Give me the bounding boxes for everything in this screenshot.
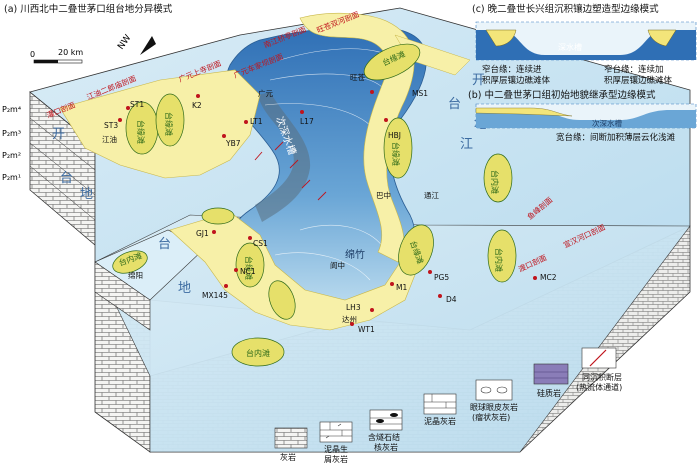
shoal-label-8: 台内滩 [494,248,504,272]
legend-label-nodular-a: 眼球眼皮灰岩 [470,402,518,412]
strata-p2m2: P₂m² [2,151,21,160]
well-mc2: MC2 [540,273,557,282]
well-ms1: MS1 [412,89,428,98]
legend: 灰岩 泥晶生 屑灰岩 含燧石结 核灰岩 泥晶灰岩 眼球眼皮灰岩 (瘤 [274,347,622,464]
well-d4: D4 [446,295,457,304]
well-yb7: YB7 [225,139,241,148]
legend-siliceous: 硅质岩 [533,363,569,398]
legend-label-limestone: 灰岩 [280,452,296,462]
city-guangyuan: 广元 [258,88,273,98]
city-langzhong: 阆中 [330,260,345,270]
legend-label-nodular-b: (瘤状灰岩) [472,412,510,422]
legend-label-chert-a: 含燧石结 [368,432,400,442]
label-kaijiang-1: 开 [472,73,485,88]
shoal-bodies [112,43,517,367]
label-platform-di-2: 地 [178,281,191,296]
scale-distance: 20 km [58,48,83,57]
panel-c-shoal-right [647,29,677,47]
well-l17: L17 [300,117,314,126]
legend-label-micritic-bioclastic-b: 屑灰岩 [324,454,348,464]
panel-b-note: 宽台缘：间断加积薄层云化浅滩 [556,132,676,143]
strata-p2m3: P₂m³ [2,129,21,138]
north-arrow: NW [116,33,156,55]
well-hbj: HBJ [388,131,401,140]
north-label: NW [116,33,133,52]
legend-label-siliceous: 硅质岩 [537,388,561,398]
well-k2: K2 [192,101,202,110]
panel-b-title: (b) 中二叠世茅口组初始地貌继承型边缘模式 [468,89,656,101]
label-platform-tai-2: 台 [158,237,171,252]
panel-c-shoal-left [485,29,517,47]
city-wangcang: 旺苍 [350,72,365,82]
legend-chert-nodule: 含燧石结 核灰岩 [368,409,403,452]
label-platform-tai-1: 台 [448,97,461,112]
well-cs1: CS1 [253,239,268,248]
well-lt1: LT1 [250,117,263,126]
trough-wall-shadow [255,92,311,222]
shoal-label-9: 台内滩 [246,348,270,358]
panel-a-title: (a) 川西北中二叠世茅口组台地分异模式 [4,3,173,15]
panel-c-note-right-a: 窄台缘：连续加 [604,64,664,75]
trough-contours [264,48,396,281]
well-markers: ST1 ST3 K2 LT1 YB7 L17 MS1 HBJ GJ1 CS1 M… [102,72,557,334]
well-nc1: NC1 [240,267,256,276]
city-jiangyou: 江油 [102,134,117,144]
city-bazhong: 巴中 [376,190,391,200]
panel-b-trough: 次深水槽 [592,118,622,128]
well-st1: ST1 [130,100,144,109]
legend-micritic-bioclastic: 泥晶生 屑灰岩 [319,421,353,464]
legend-label-chert-b: 核灰岩 [374,442,398,452]
panel-c-note-left-b: 积厚层镶边礁滩体 [482,75,551,86]
legend-limestone: 灰岩 [274,427,308,462]
shoal-label-2: 台缘滩 [391,142,401,166]
panel-c-note-left-a: 窄台缘：连续进 [482,64,542,75]
city-dazhou: 达州 [342,314,357,324]
label-platform-tai-3: 台 [60,171,73,186]
label-platform-di-3: 地 [80,187,93,202]
legend-label-fault-b: (热流体通道) [576,382,622,392]
well-lh3: LH3 [346,303,361,312]
panel-c-basin [476,30,696,60]
shoal-label-7: 台内滩 [490,170,500,194]
scale-bar: 0 20 km [30,48,83,64]
panel-b: (b) 中二叠世茅口组初始地貌继承型边缘模式 次深水槽 宽台缘：间断加积薄层云化… [468,89,697,143]
well-gj1: GJ1 [196,229,209,238]
lower-step-side [94,261,151,331]
city-mianyang: 绵阳 [128,270,143,280]
legend-label-micrite: 泥晶灰岩 [424,416,456,426]
scale-zero: 0 [30,50,35,59]
panel-c-deep-trough: 深水槽 [558,42,582,52]
legend-micrite: 泥晶灰岩 [423,393,457,426]
legend-label-fault-a: 同沉积断层 [582,372,622,382]
trough-label-mianzhu: 绵竹 [345,248,365,261]
well-st3: ST3 [104,121,118,130]
shoal-label-4: 台缘滩 [136,120,146,144]
north-arrow-icon [140,36,156,55]
well-wt1: WT1 [358,325,375,334]
label-kaijiang-3: 开 [52,127,65,142]
well-mx145: MX145 [202,291,228,300]
panel-c: (c) 晚二叠世长兴组沉积镶边塑造型边缘模式 深水槽 窄台缘：连续进 积厚层镶边… [472,3,697,86]
fault-lines [254,141,327,201]
panel-c-title: (c) 晚二叠世长兴组沉积镶边塑造型边缘模式 [472,3,659,15]
shoal-label-5: 台缘滩 [164,112,174,136]
strata-column: P₂m⁴ P₂m³ P₂m² P₂m¹ [2,105,96,221]
legend-fault: 同沉积断层 (热流体通道) [576,347,622,392]
city-tongjiang: 通江 [424,190,439,200]
legend-nodular: 眼球眼皮灰岩 (瘤状灰岩) [470,379,518,422]
label-kaijiang-2: 江 [460,137,473,152]
legend-label-micritic-bioclastic-a: 泥晶生 [324,444,348,454]
strata-p2m4: P₂m⁴ [2,105,21,114]
strata-p2m1: P₂m¹ [2,173,21,182]
panel-c-note-right-b: 积厚层镶边礁滩体 [604,75,673,86]
well-m1: M1 [396,283,407,292]
well-pg5: PG5 [434,273,449,282]
panel-b-shoal [475,107,573,117]
shoal-label-6: 台缘滩 [244,256,254,280]
block-diagram: P₂m⁴ P₂m³ P₂m² P₂m¹ 台 地 开 江 台 地 台 地 开 次深… [2,7,691,453]
